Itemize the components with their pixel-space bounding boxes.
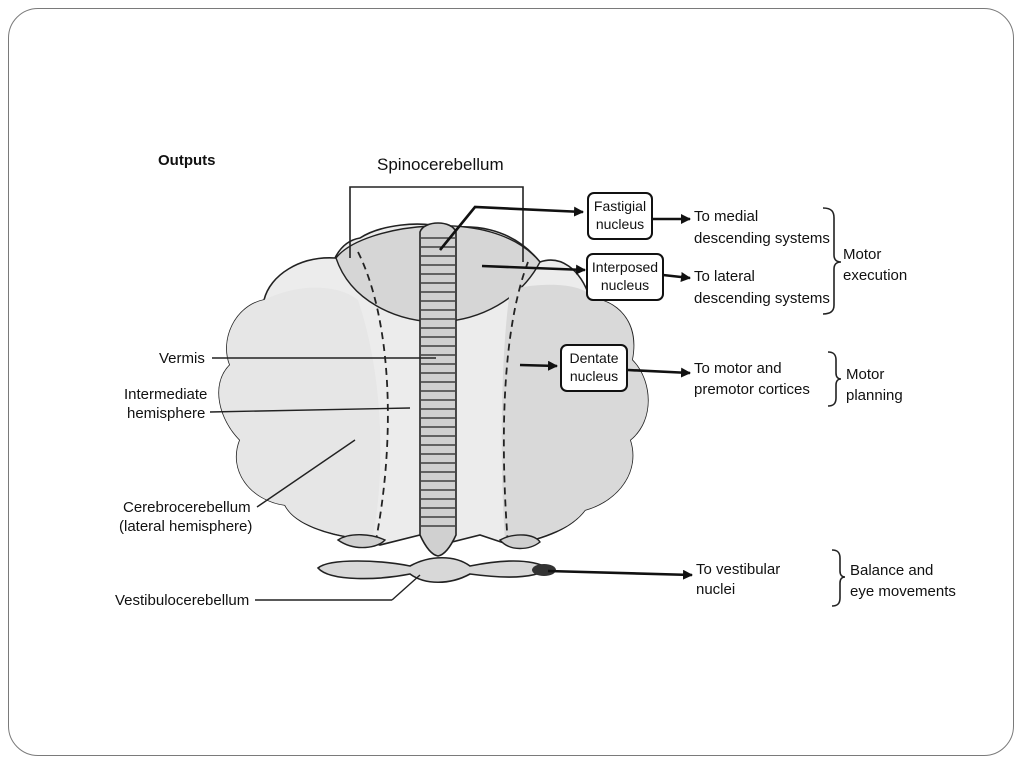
spinocerebellum-bracket — [349, 186, 524, 262]
dentate-label-line2: nucleus — [570, 368, 618, 384]
vestibulocerebellum — [316, 557, 550, 583]
interposed-label-line2: nucleus — [601, 277, 649, 293]
balance-label-line2: eye movements — [850, 583, 956, 600]
flocculus-left — [336, 534, 387, 549]
cerebrocerebellum-label-line2: (lateral hemisphere) — [119, 518, 252, 535]
intermediate-label-line1: Intermediate — [124, 386, 207, 403]
vermis-label: Vermis — [159, 350, 205, 367]
lateral-hemisphere-left — [219, 287, 381, 540]
medial-target-line2: descending systems — [694, 230, 830, 247]
execution-label-line1: Motor — [843, 246, 881, 263]
vestibular-target-line1: To vestibular — [696, 561, 780, 578]
fastigial-box — [587, 192, 653, 240]
medial-target-line1: To medial — [694, 208, 758, 225]
cerebrocerebellum-label-line1: Cerebrocerebellum — [123, 499, 251, 516]
fastigial-label-line2: nucleus — [596, 216, 644, 232]
vestibular-output-blob — [532, 564, 556, 576]
interposed-box — [586, 253, 664, 301]
cerebrocerebellum-leader — [256, 439, 356, 508]
balance-bracket — [831, 549, 846, 607]
lateral-target-line1: To lateral — [694, 268, 755, 285]
vestibular-arrow — [547, 569, 693, 580]
lateral-hemisphere-right — [501, 284, 648, 540]
interposed-out-arrow — [662, 272, 691, 282]
fastigial-label-line1: Fastigial — [594, 198, 646, 214]
vestibulocerebellum-label: Vestibulocerebellum — [115, 592, 249, 609]
dentate-input-arrow — [519, 360, 558, 371]
dentate-box — [560, 344, 628, 392]
flocculus-right — [498, 534, 541, 550]
interposed-label-line1: Interposed — [592, 259, 658, 275]
planning-label-line1: Motor — [846, 366, 884, 383]
intermediate-boundary-left — [357, 251, 389, 546]
intermediate-leader — [209, 407, 411, 413]
vestibulocerebellum-leader-diag — [391, 574, 421, 601]
execution-bracket — [822, 207, 842, 315]
intermediate-boundary-right — [502, 261, 529, 546]
fastigial-arrow — [438, 205, 584, 251]
lateral-target-line2: descending systems — [694, 290, 830, 307]
spinocerebellum-label: Spinocerebellum — [377, 155, 504, 174]
intermediate-label-line2: hemisphere — [127, 405, 205, 422]
vestibular-target-line2: nuclei — [696, 581, 735, 598]
balance-label-line1: Balance and — [850, 562, 933, 579]
planning-bracket — [827, 351, 842, 407]
planning-label-line2: planning — [846, 387, 903, 404]
vermis — [419, 222, 457, 557]
interposed-arrow — [481, 264, 586, 275]
outputs-heading: Outputs — [158, 152, 216, 169]
dentate-out-arrow — [627, 367, 691, 378]
dentate-label-line1: Dentate — [569, 350, 618, 366]
execution-label-line2: execution — [843, 267, 907, 284]
cortices-target-line2: premotor cortices — [694, 381, 810, 398]
cortices-target-line1: To motor and — [694, 360, 782, 377]
